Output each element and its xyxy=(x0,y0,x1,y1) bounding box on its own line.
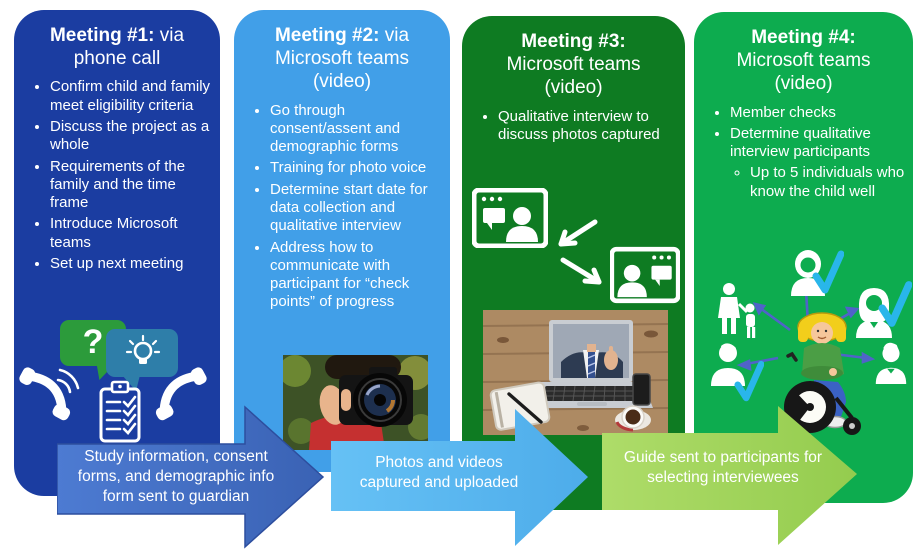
flow-arrow-2-label: Photos and videos captured and uploaded xyxy=(359,454,519,491)
bullet-item: Determine start date for data collection… xyxy=(270,181,446,236)
checkmark-icon xyxy=(734,360,764,402)
bullet-text: Determine qualitative interview particip… xyxy=(730,124,871,161)
panel-meeting-2: Meeting #2: via Microsoft teams (video) … xyxy=(234,10,450,472)
ringing-phone-icon xyxy=(19,367,80,421)
parent-and-child-icon xyxy=(718,283,756,338)
panel-meeting-4: Meeting #4: Microsoft teams (video) Memb… xyxy=(694,12,913,503)
phone-handset-icon xyxy=(155,367,207,421)
boy-icon xyxy=(875,342,907,384)
panel-1-title-rest: via phone call xyxy=(73,25,185,70)
sub-bullet-item: Up to 5 individuals who know the child w… xyxy=(750,164,909,201)
bullet-item: Training for photo voice xyxy=(270,159,446,177)
bullet-item: Set up next meeting xyxy=(50,255,216,273)
panel-1-background xyxy=(14,10,220,496)
checklist-clipboard-icon xyxy=(99,380,141,443)
checkmark-icon xyxy=(878,281,912,327)
panel-4-sub-bullets: Up to 5 individuals who know the child w… xyxy=(730,164,909,201)
bullet-item: Address how to communicate with particip… xyxy=(270,239,446,312)
panel-3-title-rest: Microsoft teams (video) xyxy=(506,54,641,99)
panel-4-title: Meeting #4: Microsoft teams (video) xyxy=(718,26,890,96)
flow-arrow-2 xyxy=(331,409,588,546)
bullet-item: Member checks xyxy=(730,104,909,122)
camera-photo xyxy=(283,355,428,450)
checkmark-icon xyxy=(812,250,844,294)
flow-arrow-1 xyxy=(57,405,325,549)
bullet-item: Confirm child and family meet eligibilit… xyxy=(50,78,216,115)
panel-2-bullet-list: Go through consent/assent and demographi… xyxy=(240,102,446,312)
panel-3-title: Meeting #3: Microsoft teams (video) xyxy=(488,30,660,100)
panel-4-title-rest: Microsoft teams (video) xyxy=(736,50,871,95)
panel-meeting-1: Meeting #1: via phone call Confirm child… xyxy=(14,10,220,496)
bullet-item: Qualitative interview to discuss photos … xyxy=(498,108,681,145)
video-call-laptop-photo xyxy=(483,310,668,435)
panel-2-title: Meeting #2: via Microsoft teams (video) xyxy=(256,24,428,94)
panel-4-title-bold: Meeting #4: xyxy=(751,27,856,48)
panel-4-bullet-list: Member checks Determine qualitative inte… xyxy=(700,104,909,201)
flow-arrow-3 xyxy=(602,406,857,545)
video-call-window-icon xyxy=(472,188,548,248)
video-call-window-icon xyxy=(610,246,680,304)
bullet-item: Introduce Microsoft teams xyxy=(50,215,216,252)
lightbulb-icon xyxy=(125,334,161,364)
bullet-item: Determine qualitative interview particip… xyxy=(730,125,909,201)
panel-2-title-bold: Meeting #2: xyxy=(274,25,380,46)
child-in-wheelchair-illustration xyxy=(784,312,861,435)
flow-arrow-1-label: Study information, consent forms, and de… xyxy=(77,448,275,505)
man-icon xyxy=(711,343,745,386)
lightbulb-speech-bubble xyxy=(106,329,178,377)
panel-meeting-3: Meeting #3: Microsoft teams (video) Qual… xyxy=(462,16,685,510)
flow-arrow-3-label: Guide sent to participants for selecting… xyxy=(623,449,823,486)
question-mark-glyph: ? xyxy=(82,323,104,361)
two-way-arrows-icon xyxy=(558,219,602,285)
panel-1-title-bold: Meeting #1: xyxy=(49,25,155,46)
bullet-item: Requirements of the family and the time … xyxy=(50,158,216,213)
bullet-item: Discuss the project as a whole xyxy=(50,118,216,155)
panel-3-bullet-list: Qualitative interview to discuss photos … xyxy=(468,108,681,145)
panel-1-title: Meeting #1: via phone call xyxy=(33,24,201,70)
bullet-item: Go through consent/assent and demographi… xyxy=(270,102,446,157)
panel-2-title-rest: via Microsoft teams (video) xyxy=(274,25,410,93)
panel-1-bullet-list: Confirm child and family meet eligibilit… xyxy=(20,78,216,273)
panel-3-title-bold: Meeting #3: xyxy=(521,31,626,52)
